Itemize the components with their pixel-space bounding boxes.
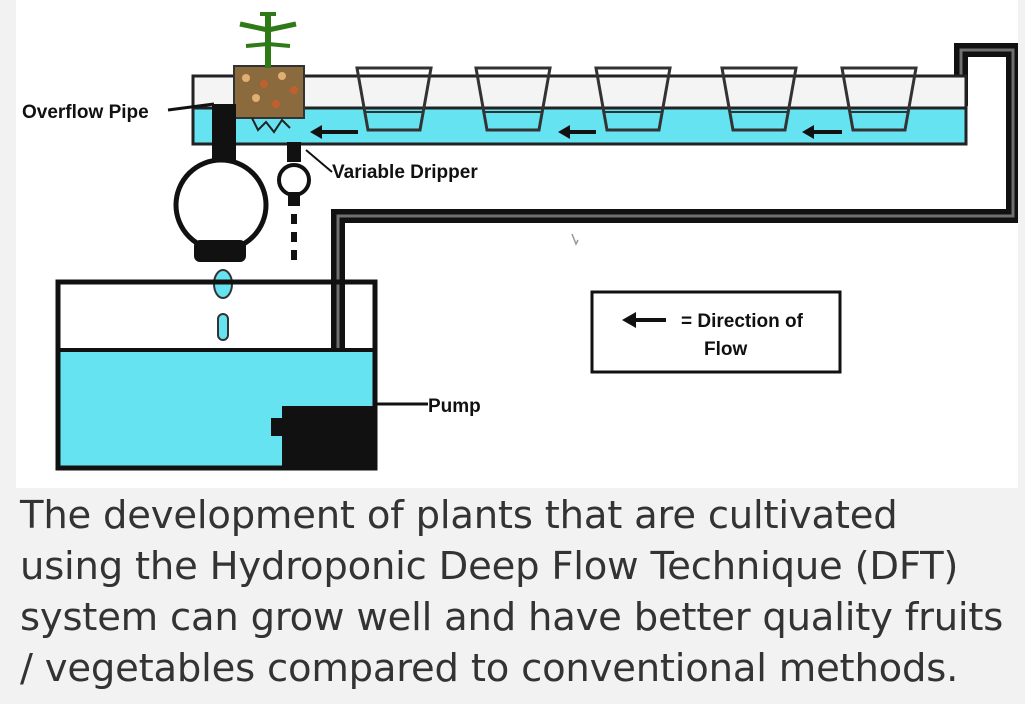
legend: = Direction of Flow — [590, 290, 842, 374]
flow-arrow — [558, 125, 596, 139]
flow-arrow — [310, 125, 358, 139]
svg-text:Overflow Pipe: Overflow Pipe — [22, 102, 149, 123]
pump-inlet — [271, 418, 285, 436]
flow-arrow — [802, 125, 842, 139]
net-pot — [720, 66, 798, 132]
legend-arrow-icon — [622, 312, 666, 328]
reservoir-tank — [55, 279, 378, 471]
drip — [291, 214, 297, 224]
svg-text:Variable Dripper: Variable Dripper — [332, 162, 478, 183]
overflow-pipe — [212, 104, 236, 160]
dripper-stem — [287, 142, 301, 162]
channel-upper — [191, 74, 968, 112]
drip — [291, 250, 297, 260]
return-pipe-highlight — [336, 48, 1015, 412]
filter-body — [173, 157, 269, 253]
caption: The development of plants that are culti… — [20, 493, 1004, 691]
water-drop — [217, 313, 229, 341]
svg-text:Pump: Pump — [428, 396, 481, 417]
dft-system-diagram: Overflow Pipe Variable Dripper Pump — [16, 0, 1018, 488]
filter-outlet — [194, 240, 246, 262]
plant — [233, 12, 305, 134]
net-pot — [355, 66, 433, 132]
dripper-nozzle — [288, 192, 300, 206]
legend-box — [590, 290, 842, 374]
net-pot — [474, 66, 552, 132]
dripper-valve — [277, 163, 311, 197]
pump — [282, 406, 374, 468]
overflow-pipe-label: Overflow Pipe — [22, 102, 215, 123]
drip — [291, 232, 297, 242]
pump-label: Pump — [374, 396, 481, 417]
legend-text-line2: Flow — [704, 339, 747, 360]
legend-text-line1: = Direction of — [681, 311, 804, 332]
variable-dripper-label: Variable Dripper — [305, 149, 478, 183]
net-pot — [594, 66, 672, 132]
stray-mark — [571, 233, 579, 246]
net-pot — [840, 66, 918, 132]
